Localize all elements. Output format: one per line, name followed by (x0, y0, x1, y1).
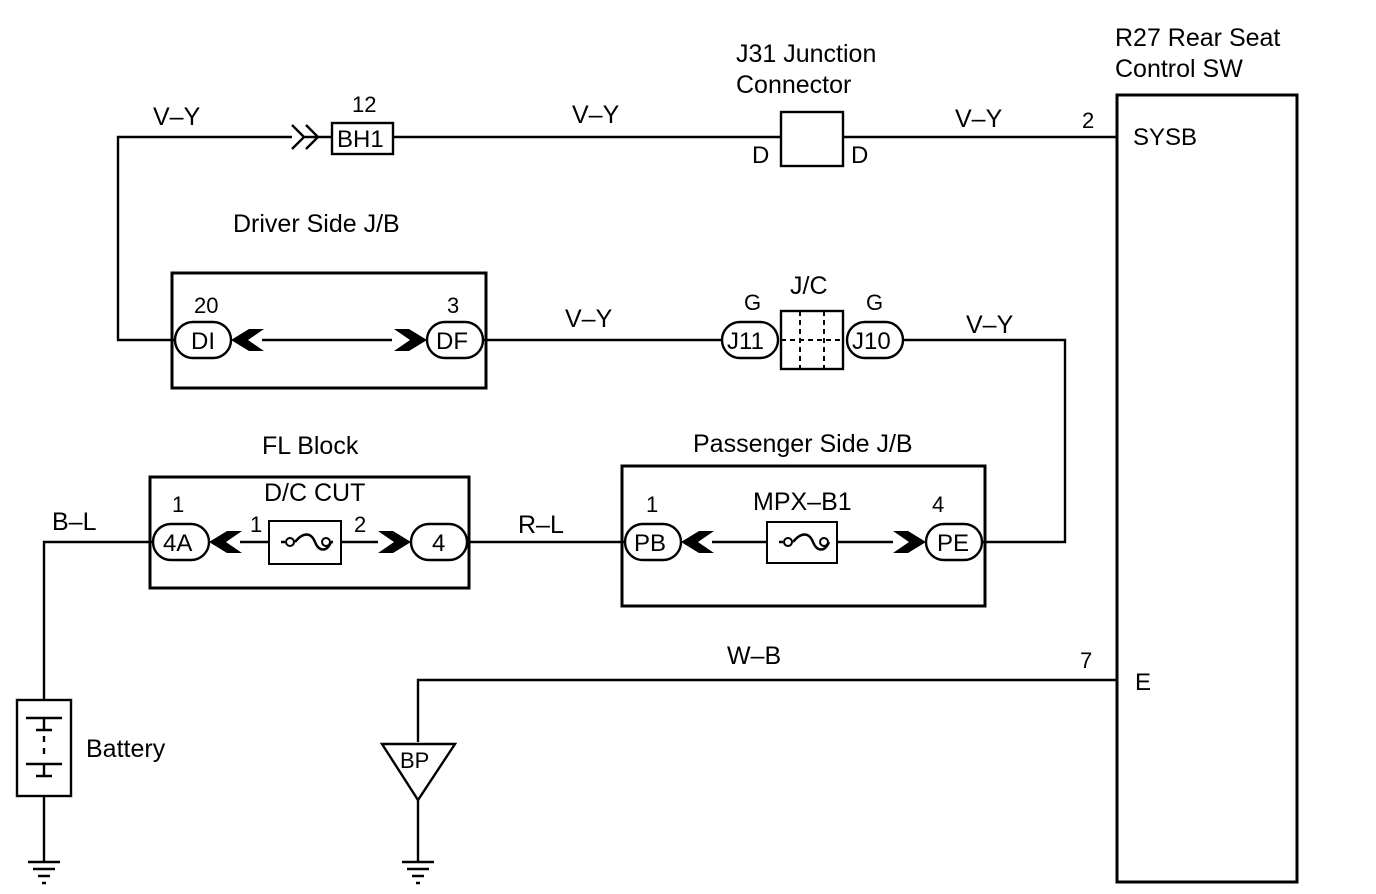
mpx-b1-fuse-icon (779, 533, 831, 551)
pb-pin-1: 1 (646, 492, 658, 517)
passenger-jb-title: Passenger Side J/B (693, 430, 913, 458)
r27-title-line2: Control SW (1115, 55, 1243, 83)
wire-label-vy-1: V–Y (153, 103, 201, 131)
dc-cut-fuse-terminal-right (321, 537, 331, 547)
di-label: DI (191, 328, 215, 355)
r27-pin-2: 2 (1082, 108, 1094, 133)
wire-label-vy-5: V–Y (966, 311, 1014, 339)
pe-arrow-icon (893, 531, 926, 553)
j10-label: J10 (852, 328, 891, 355)
passenger-jb-box (620, 464, 987, 608)
mpx-b1-label: MPX–B1 (753, 488, 852, 516)
bh1-connector (330, 121, 395, 156)
j31-right-pin: D (851, 142, 868, 169)
wire-bl-battery (42, 540, 153, 700)
driver-jb-title: Driver Side J/B (233, 210, 400, 238)
bp-ground-point (379, 742, 458, 803)
jc-internal-dashes (781, 311, 843, 369)
battery-box (15, 698, 73, 798)
wire-label-vy-3: V–Y (955, 105, 1003, 133)
bh1-arrow-icon (291, 124, 332, 150)
dc-cut-pin-2: 2 (354, 512, 366, 537)
df-pin-3: 3 (447, 293, 459, 318)
wire-label-wb: W–B (727, 642, 781, 670)
bh1-pin-12: 12 (352, 92, 376, 117)
di-arrow-icon (231, 329, 264, 351)
r27-pin-7: 7 (1080, 648, 1092, 673)
j10-connector (845, 320, 905, 360)
battery-label: Battery (86, 735, 166, 763)
dc-cut-pin-1: 1 (250, 512, 262, 537)
ground-icon-bp (402, 860, 434, 885)
bh1-label: BH1 (337, 126, 384, 153)
mpx-b1-fuse-terminal-left (783, 537, 793, 547)
r27-switch-box (1115, 93, 1299, 884)
wire-vy-top-left (116, 135, 292, 342)
wire-label-vy-4: V–Y (565, 305, 613, 333)
bp-label: BP (400, 748, 429, 773)
fl-4a-arrow-icon (209, 531, 242, 553)
r27-title-line1: R27 Rear Seat (1115, 24, 1280, 52)
j31-connector-box (779, 110, 845, 168)
wire-label-bl: B–L (52, 508, 97, 536)
dc-cut-fuse-terminal-left (285, 537, 295, 547)
pe-pin-4: 4 (932, 492, 944, 517)
fl-4a-label: 4A (163, 530, 192, 557)
fl-4-connector (409, 522, 469, 562)
pe-connector (924, 522, 984, 562)
j31-title-line2: Connector (736, 71, 851, 99)
fl-4a-pin-1: 1 (172, 492, 184, 517)
dc-cut-label: D/C CUT (264, 479, 365, 507)
df-connector (425, 320, 485, 360)
j31-left-pin: D (752, 142, 769, 169)
pb-label: PB (634, 530, 666, 557)
ground-icon-battery (28, 860, 60, 885)
wire-vy-j10-pe (904, 338, 1067, 544)
j11-label: J11 (727, 328, 764, 355)
di-pin-20: 20 (194, 293, 218, 318)
df-arrow-icon (394, 329, 427, 351)
j10-color-g: G (866, 290, 883, 315)
r27-e-terminal: E (1135, 669, 1151, 696)
driver-jb-box (170, 271, 488, 390)
pb-arrow-icon (681, 531, 714, 553)
pe-label: PE (937, 530, 969, 557)
j31-title-line1: J31 Junction (736, 40, 876, 68)
mpx-b1-fuse-terminal-right (819, 537, 829, 547)
wire-label-rl: R–L (518, 511, 564, 539)
wire-wb-ground (416, 678, 1117, 742)
df-label: DF (436, 328, 468, 355)
fl-4-label: 4 (432, 530, 445, 557)
fl-block-title: FL Block (262, 432, 359, 460)
r27-sysb-terminal: SYSB (1133, 124, 1197, 151)
dc-cut-fuse-icon (281, 533, 333, 551)
jc-title: J/C (790, 272, 828, 300)
wire-label-vy-2: V–Y (572, 101, 620, 129)
fl-4-arrow-icon (378, 531, 411, 553)
battery-icon (26, 716, 62, 778)
j11-connector (720, 320, 780, 360)
fl-block-box (148, 475, 471, 590)
j11-color-g: G (744, 290, 761, 315)
